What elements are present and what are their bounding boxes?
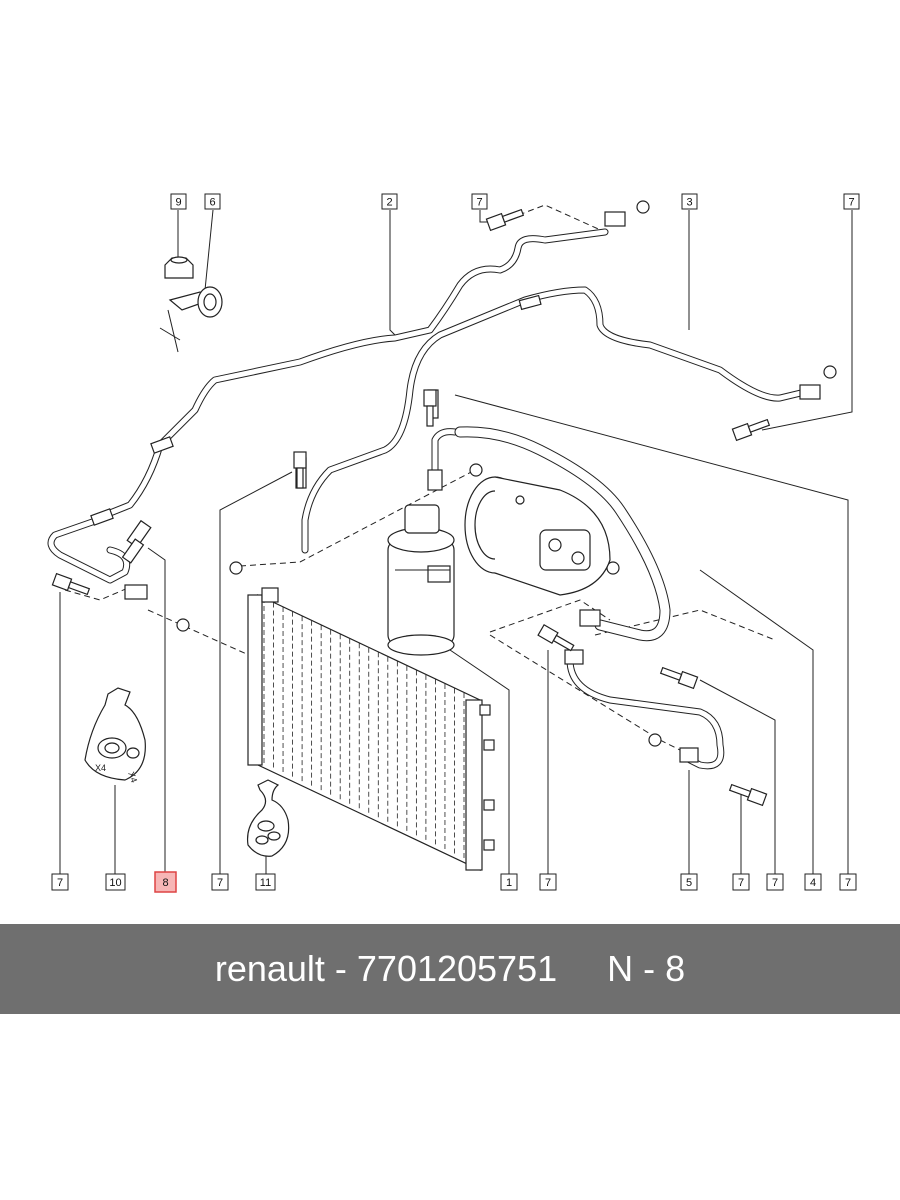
callout-top-2[interactable]: 2	[381, 193, 398, 210]
condenser	[247, 587, 495, 871]
svg-text:9: 9	[175, 197, 181, 209]
svg-text:7: 7	[772, 877, 778, 889]
callout-bottom-4[interactable]: 4	[804, 873, 822, 891]
callout-top-9[interactable]: 9	[170, 193, 187, 210]
clip-part-6	[168, 286, 223, 318]
svg-text:7: 7	[476, 197, 482, 209]
svg-text:7: 7	[545, 877, 551, 889]
compressor	[464, 476, 611, 596]
callout-bottom-7c[interactable]: 7	[539, 873, 557, 891]
seal-kit-bag-part-10: X4 X4	[84, 687, 146, 784]
callout-reference: N - 8	[607, 948, 686, 989]
svg-text:6: 6	[209, 197, 215, 209]
callout-top-3[interactable]: 3	[681, 193, 698, 210]
part-info-text: renault - 7701205751 N - 8	[214, 948, 686, 989]
callout-bottom-10[interactable]: 10	[105, 873, 126, 891]
svg-text:4: 4	[810, 877, 816, 889]
svg-text:7: 7	[738, 877, 744, 889]
part-number: 7701205751	[356, 948, 558, 989]
callout-bottom-11[interactable]: 11	[255, 873, 276, 891]
svg-text:8: 8	[162, 877, 168, 889]
svg-text:7: 7	[845, 877, 851, 889]
svg-text:2: 2	[386, 197, 392, 209]
callout-bottom-5[interactable]: 5	[680, 873, 698, 891]
leader-lines	[59, 209, 853, 874]
suction-hose	[454, 426, 671, 642]
svg-text:10: 10	[109, 877, 121, 889]
callout-bottom-7d[interactable]: 7	[732, 873, 750, 891]
brand-name: renault	[214, 948, 325, 989]
callout-bottom-8-highlighted[interactable]: 8	[154, 871, 177, 893]
ac-system-exploded-diagram: X4 X4 9 6 2 7 3 7 7 10 8 7 11 1 7 5 7 7	[47, 193, 860, 893]
qty-label-2: X4	[126, 770, 139, 784]
nut-part-9	[164, 256, 194, 279]
oil-bag-part-11	[246, 779, 290, 857]
part-info-banner: renault - 7701205751 N - 8	[0, 924, 900, 1014]
callout-bottom-7e[interactable]: 7	[766, 873, 784, 891]
svg-text:1: 1	[506, 877, 512, 889]
svg-text:3: 3	[686, 197, 692, 209]
refrigerant-pipes	[47, 228, 809, 770]
svg-text:7: 7	[217, 877, 223, 889]
fittings	[90, 200, 837, 763]
svg-text:7: 7	[57, 877, 63, 889]
callout-top-7a[interactable]: 7	[471, 193, 488, 210]
svg-text:5: 5	[686, 877, 692, 889]
callout-bottom-1[interactable]: 1	[500, 873, 518, 891]
callout-bottom-7a[interactable]: 7	[51, 873, 69, 891]
callout-bottom-7b[interactable]: 7	[211, 873, 229, 891]
callout-bottom-7f[interactable]: 7	[839, 873, 857, 891]
svg-text:11: 11	[260, 877, 271, 889]
callout-top-6[interactable]: 6	[204, 193, 221, 210]
bolts	[51, 208, 771, 807]
callout-top-7b[interactable]: 7	[843, 193, 860, 210]
connector-part-8	[121, 519, 152, 564]
receiver-drier	[387, 504, 455, 656]
svg-text:7: 7	[848, 197, 854, 209]
qty-label-1: X4	[95, 763, 106, 773]
